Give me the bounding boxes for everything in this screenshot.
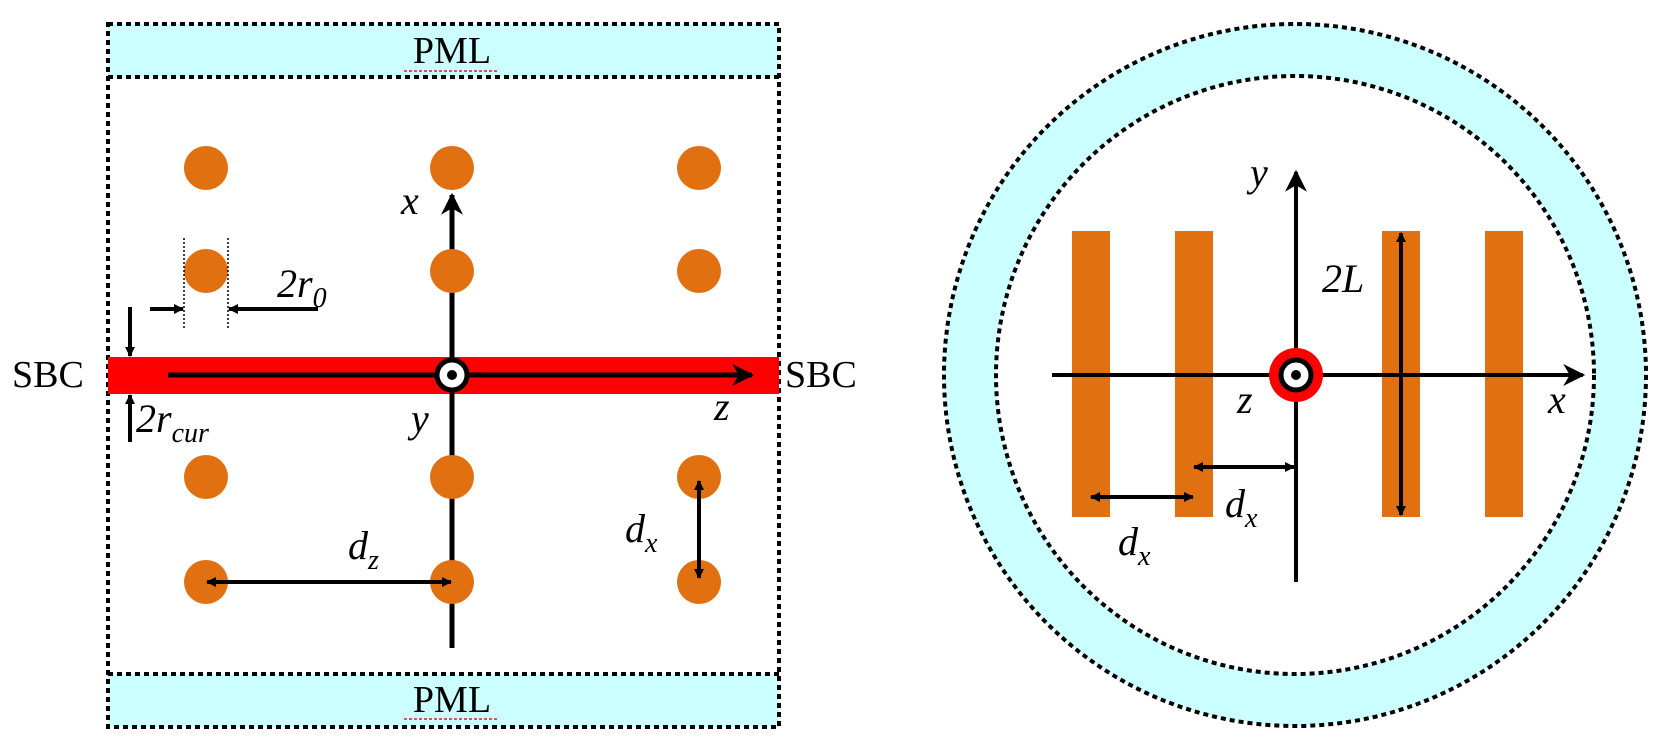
left-panel: PML PML bbox=[12, 22, 857, 729]
current-wire-icon bbox=[1269, 348, 1323, 402]
rod bbox=[430, 455, 474, 499]
sbc-right-label: SBC bbox=[785, 354, 857, 396]
spacing-x-pair-label: dx bbox=[1118, 519, 1151, 572]
axis-z-label: z bbox=[1236, 377, 1253, 422]
length-label: 2L bbox=[1322, 256, 1364, 301]
spacing-x-center-label: dx bbox=[1225, 481, 1258, 534]
rod bbox=[184, 146, 228, 190]
rod-radius-label: 2r0 bbox=[277, 261, 327, 314]
rod bbox=[184, 249, 228, 293]
rod bbox=[677, 249, 721, 293]
sbc-left-label: SBC bbox=[12, 354, 84, 396]
rod bbox=[677, 560, 721, 604]
rod bbox=[677, 455, 721, 499]
rod bbox=[430, 249, 474, 293]
axis-z-label: z bbox=[713, 384, 730, 429]
spacing-z-label: dz bbox=[348, 523, 379, 576]
rod-diameter-guides bbox=[183, 238, 229, 330]
pml-top-label: PML bbox=[413, 30, 491, 72]
axis-x-label: x bbox=[400, 178, 419, 223]
rod bbox=[430, 560, 474, 604]
rod bbox=[430, 146, 474, 190]
pml-bottom-label: PML bbox=[413, 679, 491, 721]
spacing-x-label: dx bbox=[625, 506, 658, 559]
pml-ring-boundary bbox=[942, 22, 1648, 728]
rod bbox=[677, 146, 721, 190]
current-radius-label: 2rcur bbox=[136, 396, 209, 449]
axis-y-label: y bbox=[1246, 150, 1268, 195]
axis-x-label: x bbox=[1547, 377, 1566, 422]
rod bbox=[184, 455, 228, 499]
axis-y-label: y bbox=[407, 396, 429, 441]
pml-bottom-band bbox=[108, 674, 779, 727]
right-panel: 2L dx dx y z x bbox=[942, 22, 1648, 728]
pml-top-band bbox=[108, 24, 779, 77]
y-axis-out-of-page-icon bbox=[434, 357, 470, 393]
